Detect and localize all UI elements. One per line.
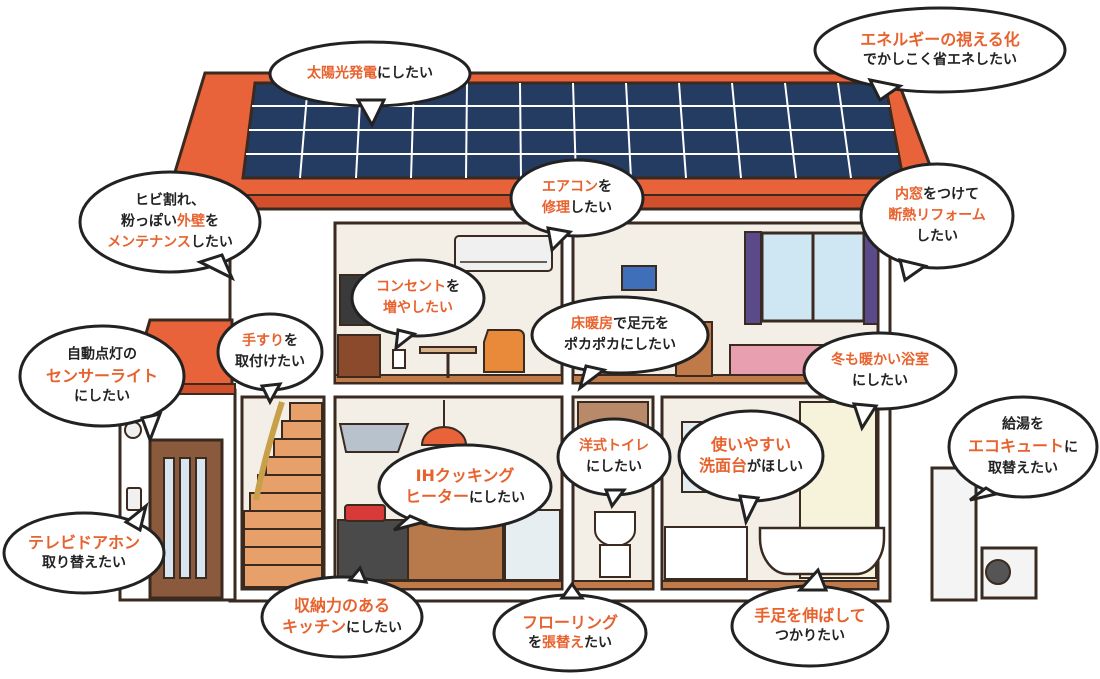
bubble-floor-heating: 床暖房で足元を ポカポカにしたい [564,316,676,353]
air-conditioner [454,235,553,272]
intercom [126,487,142,511]
bubble-bathtub: 手足を伸ばして つかりたい [754,606,866,644]
pendant-lamp [420,426,468,446]
bubble-sensor-light: 自動点灯の センサーライト にしたい [45,346,158,405]
armchair [483,329,525,373]
vanity [664,526,748,580]
bubble-solar: 太陽光発電にしたい [307,65,433,82]
bubble-toilet: 洋式トイレ にしたい [579,438,649,475]
bubble-inner-window: 内窓をつけて 断熱リフォーム したい [888,186,986,245]
bubble-washbasin: 使いやすい 洗面台がほしい [698,435,803,475]
bubble-energy: エネルギーの視える化 でかしこく省エネしたい [860,30,1020,68]
speech-bubbles [2,6,1099,673]
bubble-aircon: エアコンを 修理したい [542,179,612,216]
desk [337,334,381,378]
side-table [419,346,477,354]
bubble-kitchen: 収納力のある キッチンにしたい [281,596,402,636]
bubble-warm-bathroom: 冬も暖かい浴室 にしたい [831,352,929,389]
handrail [253,401,285,501]
bubble-ih-cooktop: IHクッキング ヒーターにしたい [404,466,525,506]
bubble-handrail: 手すりを 取付けたい [235,333,305,370]
toilet [594,511,636,547]
bubble-intercom: テレビドアホン 取り替えたい [27,533,140,571]
pot [344,504,386,522]
range-hood [338,423,410,453]
outlet [392,349,406,369]
bubble-exterior-wall: ヒビ割れ、 粉っぽい外壁を メンテナンスしたい [107,192,233,251]
bubble-flooring: フローリング を張替えたい [521,613,618,651]
bathtub [758,526,886,576]
bubble-outlet: コンセントを 増やしたい [376,279,460,316]
bubble-water-heater: 給湯を エコキュートに 取替えたい [967,416,1078,477]
tv [621,265,657,291]
water-heater-tank [930,466,978,602]
